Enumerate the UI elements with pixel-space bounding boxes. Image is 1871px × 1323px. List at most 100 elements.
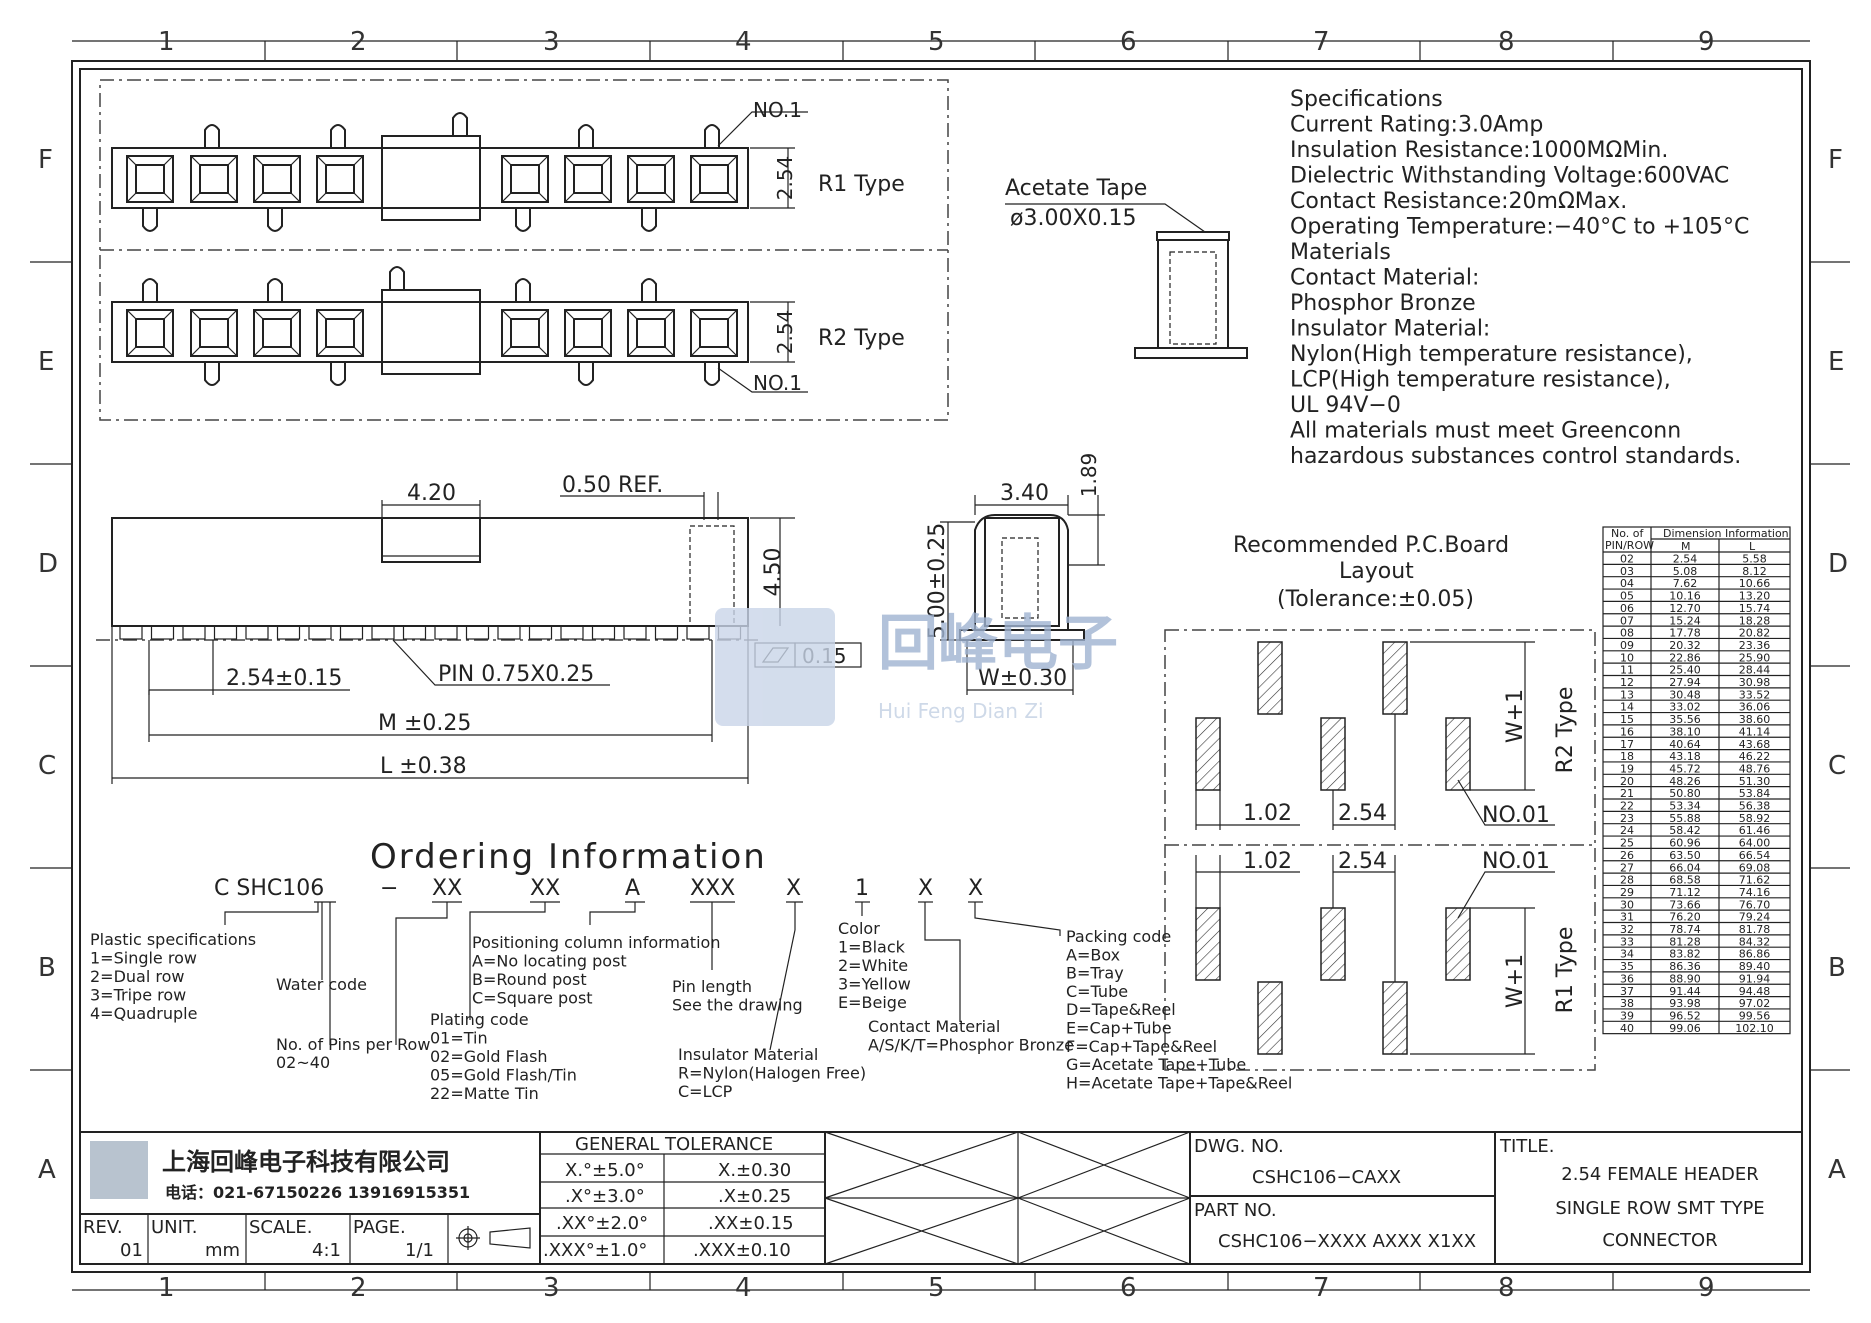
- pcb-title-2: Layout: [1339, 559, 1414, 584]
- table-header-l: L: [1749, 540, 1756, 553]
- table-cell-l: 48.76: [1739, 762, 1771, 775]
- table-cell-m: 83.82: [1669, 948, 1701, 961]
- title-line-1: 2.54 FEMALE HEADER: [1561, 1164, 1758, 1185]
- table-cell-m: 88.90: [1669, 972, 1701, 985]
- pin-foot: [654, 625, 679, 640]
- tolerance-title: GENERAL TOLERANCE: [575, 1134, 773, 1155]
- tol-linear-3: .XX±0.15: [708, 1213, 794, 1234]
- table-cell-pins: 17: [1620, 738, 1634, 751]
- pins-per-row-line: 02~40: [276, 1053, 330, 1072]
- table-cell-pins: 13: [1620, 688, 1634, 701]
- table-cell-l: 102.10: [1735, 1022, 1774, 1035]
- pin-foot: [686, 625, 710, 640]
- code-contact: X: [918, 876, 933, 901]
- grid-col-9: 9: [1698, 27, 1715, 57]
- r2-type-label: R2 Type: [818, 326, 905, 351]
- table-cell-pins: 05: [1620, 590, 1634, 603]
- table-cell-pins: 16: [1620, 725, 1634, 738]
- spec-line: hazardous substances control standards.: [1290, 444, 1741, 469]
- table-cell-l: 20.82: [1739, 627, 1771, 640]
- code-packing: X: [968, 876, 983, 901]
- tol-angle-3: .XX°±2.0°: [556, 1213, 648, 1234]
- table-cell-pins: 22: [1620, 800, 1634, 813]
- title-line-2: SINGLE ROW SMT TYPE: [1555, 1198, 1764, 1219]
- table-cell-m: 43.18: [1669, 750, 1701, 763]
- table-cell-pins: 28: [1620, 874, 1634, 887]
- end-view: 3.40 1.89 5.00±0.25 W±0.30: [925, 453, 1105, 695]
- plastic-spec-line: Plastic specifications: [90, 930, 256, 949]
- grid-col-2-bottom: 2: [350, 1273, 367, 1303]
- dim-l: L ±0.38: [380, 754, 467, 779]
- table-header-dim: Dimension Information: [1663, 527, 1789, 540]
- spec-line: Insulation Resistance:1000MΩMin.: [1290, 138, 1668, 163]
- table-cell-pins: 30: [1620, 898, 1634, 911]
- packing-code-line: B=Tray: [1066, 964, 1124, 983]
- table-cell-m: 27.94: [1669, 676, 1701, 689]
- spec-line: UL 94V−0: [1290, 393, 1401, 418]
- table-cell-l: 25.90: [1739, 651, 1771, 664]
- table-cell-m: 22.86: [1669, 651, 1701, 664]
- table-cell-m: 48.26: [1669, 775, 1701, 788]
- packing-code-line: H=Acetate Tape+Tape&Reel: [1066, 1073, 1292, 1092]
- tol-linear-1: X.±0.30: [718, 1160, 791, 1181]
- grid-row-E: E: [38, 347, 54, 377]
- tape-size: ø3.00X0.15: [1010, 206, 1137, 231]
- table-cell-l: 41.14: [1739, 725, 1771, 738]
- spec-line: Specifications: [1290, 87, 1443, 112]
- grid-col-8: 8: [1498, 27, 1515, 57]
- table-cell-l: 64.00: [1739, 837, 1771, 850]
- table-cell-pins: 27: [1620, 861, 1634, 874]
- tape-label: Acetate Tape: [1005, 176, 1147, 201]
- positioning-line: C=Square post: [472, 989, 593, 1008]
- pin-foot: [560, 625, 584, 640]
- packing-code-line: C=Tube: [1066, 982, 1128, 1001]
- pcb-dim-2-54-r2: 2.54: [1338, 801, 1387, 826]
- grid-row-C-right: C: [1828, 751, 1846, 781]
- watermark-en: Hui Feng Dian Zi: [878, 699, 1044, 723]
- table-cell-m: 53.34: [1669, 800, 1701, 813]
- insulator-line: Insulator Material: [678, 1045, 818, 1064]
- pin-size-label: PIN 0.75X0.25: [438, 662, 594, 687]
- table-cell-m: 25.40: [1669, 664, 1701, 677]
- rev-label: REV.: [83, 1217, 123, 1238]
- table-cell-l: 84.32: [1739, 935, 1771, 948]
- table-cell-pins: 03: [1620, 565, 1634, 578]
- table-cell-pins: 36: [1620, 972, 1634, 985]
- table-cell-l: 43.68: [1739, 738, 1771, 751]
- table-cell-l: 71.62: [1739, 874, 1771, 887]
- pitch-r1-label: 2.54: [773, 156, 797, 201]
- projection-icon: [456, 1226, 531, 1250]
- plastic-spec-line: 2=Dual row: [90, 967, 184, 986]
- grid-row-D: D: [38, 549, 58, 579]
- tol-angle-2: .X°±3.0°: [565, 1186, 645, 1207]
- table-cell-l: 94.48: [1739, 985, 1771, 998]
- table-cell-pins: 08: [1620, 627, 1634, 640]
- table-header-m: M: [1681, 540, 1691, 553]
- table-cell-l: 76.70: [1739, 898, 1771, 911]
- grid-row-B: B: [38, 953, 56, 983]
- table-cell-l: 61.46: [1739, 824, 1771, 837]
- table-cell-pins: 15: [1620, 713, 1634, 726]
- dim-5-00: 5.00±0.25: [925, 523, 950, 639]
- pin-foot: [308, 625, 332, 640]
- dim-1-89: 1.89: [1077, 453, 1101, 498]
- contact-material-line: Contact Material: [868, 1017, 1000, 1036]
- grid-row-A: A: [38, 1155, 56, 1185]
- packing-code-line: F=Cap+Tape&Reel: [1066, 1037, 1217, 1056]
- table-cell-m: 93.98: [1669, 997, 1701, 1010]
- pcb-title-3: (Tolerance:±0.05): [1277, 587, 1474, 612]
- dwg-no-label: DWG. NO.: [1194, 1136, 1284, 1157]
- no1-top-label: NO.1: [753, 98, 802, 122]
- spec-line: All materials must meet Greenconn: [1290, 419, 1681, 444]
- packing-code-line: E=Cap+Tube: [1066, 1019, 1172, 1038]
- grid-col-5-bottom: 5: [928, 1273, 945, 1303]
- pcb-r2-type: R2 Type: [1553, 687, 1578, 774]
- spec-line: Insulator Material:: [1290, 317, 1490, 342]
- table-cell-l: 8.12: [1742, 565, 1767, 578]
- table-cell-pins: 11: [1620, 664, 1634, 677]
- tol-linear-4: .XXX±0.10: [693, 1240, 791, 1261]
- dim-pitch: 2.54±0.15: [226, 666, 342, 691]
- table-cell-pins: 12: [1620, 676, 1634, 689]
- r2-body: [111, 266, 749, 386]
